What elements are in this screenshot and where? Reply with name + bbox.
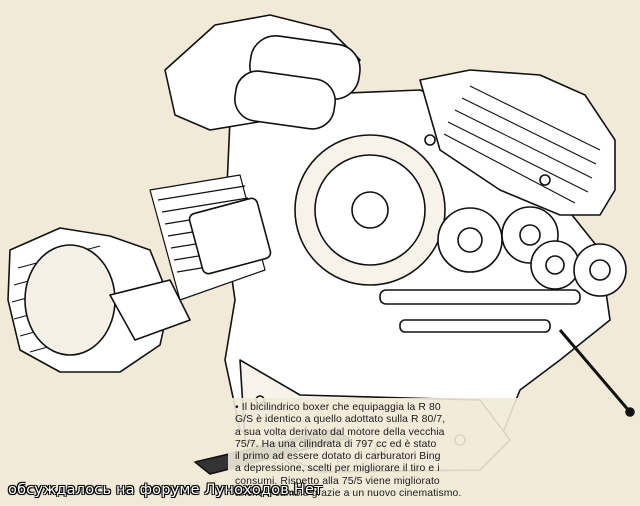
watermark: обсуждалось на форуме Луноходов.Нет	[8, 482, 323, 498]
left-piston	[188, 197, 272, 275]
left-valve-cover	[24, 244, 116, 356]
carburettor	[109, 279, 191, 341]
caption: • Il bicilindrico boxer che equipaggia l…	[235, 402, 535, 500]
right-cylinder-head	[419, 69, 616, 216]
caption-line: • Il bicilindrico boxer che equipaggia l…	[235, 402, 441, 413]
shift-rod	[558, 329, 632, 413]
right-head-fins	[443, 85, 601, 204]
caption-line: anche il cambio grazie a un nuovo cinema…	[235, 488, 462, 500]
output-shaft	[399, 319, 551, 333]
caption-line: il primo ad essere dotato di carburatori…	[235, 451, 441, 463]
caption-line: 75/7. Ha una cilindrata di 797 cc ed è s…	[235, 438, 437, 450]
alternator	[234, 70, 336, 130]
gearbox-shaft	[379, 289, 581, 305]
caption-line: G/S è identico a quello adottato sulla R…	[235, 414, 446, 426]
caption-line: a depressione, scelti per migliorare il …	[235, 463, 440, 475]
gearbox-gears	[437, 206, 627, 297]
caption-line: consumi. Rispetto alla 75/5 viene miglio…	[235, 475, 440, 487]
caption-line: a sua volta derivato dal motore della ve…	[235, 426, 445, 438]
